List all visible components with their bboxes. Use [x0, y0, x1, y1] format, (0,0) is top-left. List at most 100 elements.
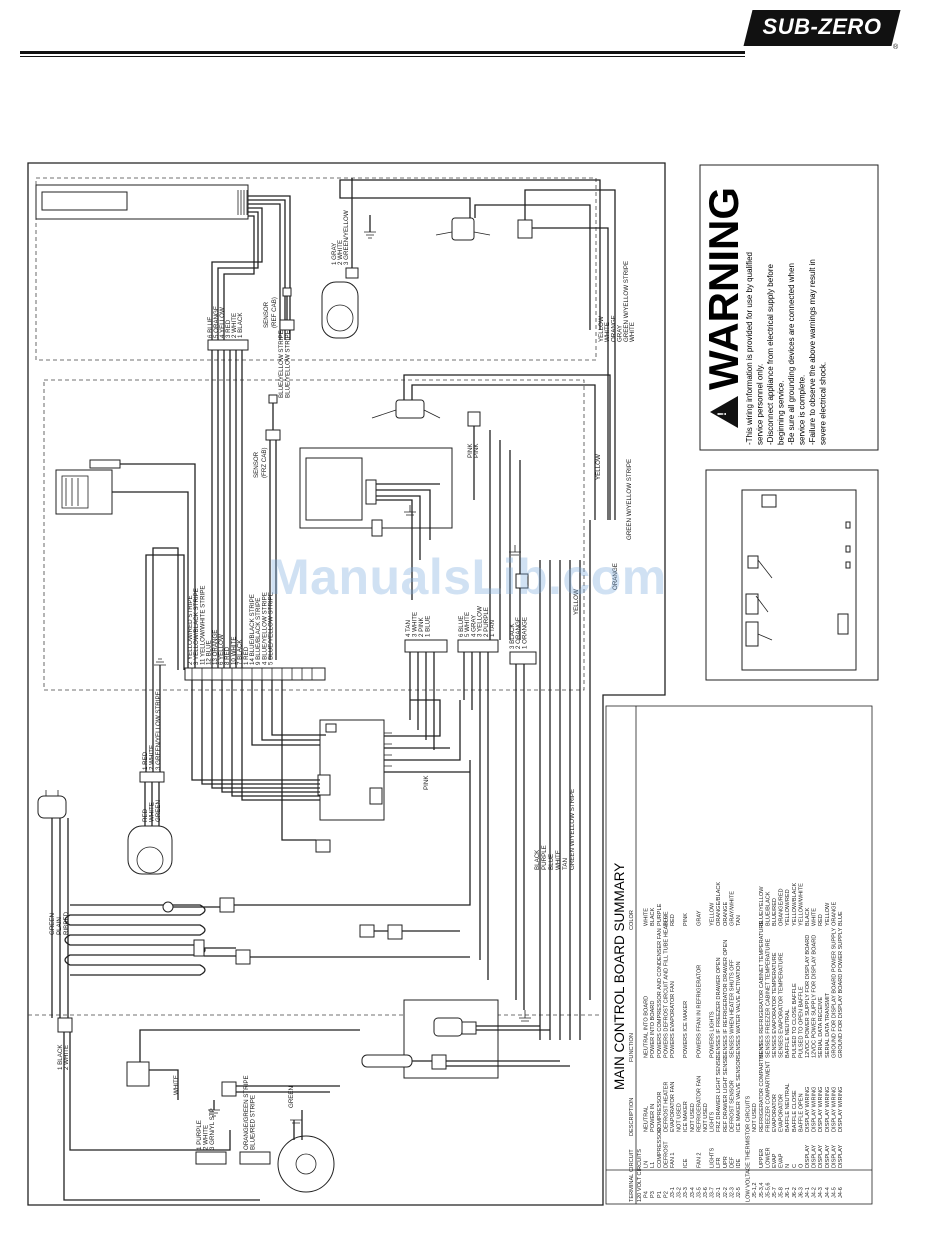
main-connector-wire-label: 9 BLUE/BLACK STRIPE: [255, 598, 262, 665]
power-plug: [37, 795, 67, 819]
power-cord-wire-label: RIBBED: [63, 911, 70, 935]
evaporator-fan-leads: [144, 780, 160, 826]
center-column-wire-label: YELLOW: [595, 454, 602, 480]
baffle-damper-leads: [112, 463, 196, 670]
top-ground-symbol: [364, 231, 376, 239]
ref-cab-sensor-label: SENSOR(REF CAB): [263, 297, 278, 328]
left-plug-wire-label: 3 GREEN/YELLOW STRIPE: [155, 691, 162, 770]
summary-cell-color: PINK: [683, 913, 689, 926]
summary-cell-circuit: FAN 2: [696, 1152, 702, 1168]
defrost-thermistor-plug: [219, 897, 235, 913]
summary-cell-terminal: P3: [650, 1191, 656, 1198]
header-rule-thick: [20, 51, 745, 54]
evaporator-ground: [154, 658, 166, 666]
summary-cell-terminal: J4-6: [838, 1187, 844, 1198]
power-feed-wires: [63, 1032, 260, 1201]
main-connector-wire-label: 4 BLUE/YELLOW STRIPE: [261, 592, 268, 665]
ref-cab-sensor: [282, 287, 292, 297]
summary-cell-circuit: N: [785, 1164, 791, 1168]
compressor-plug: [221, 1081, 237, 1097]
water-valve-leads: [412, 1060, 570, 1067]
ref-cab-sensor-label-line: (REF CAB): [271, 297, 278, 328]
summary-cell-function: GROUND FOR DISPLAY BOARD POWER SUPPLY: [831, 927, 837, 1058]
connector-a-wire-label: 2 PINK: [418, 617, 425, 637]
summary-cell-function: SENSES WHEN HEATER SHUTS OFF: [729, 959, 735, 1058]
summary-cell-description: DEFROST HEATER: [663, 1082, 669, 1132]
summary-cell-color: ORANGE: [723, 901, 729, 926]
summary-cell-circuit: DEFROST: [663, 1141, 669, 1168]
summary-cell-terminal: J5-8: [779, 1187, 785, 1198]
summary-cell-description: DISPLAY WIRING: [805, 1087, 811, 1132]
misc-wire-label: PINK: [423, 775, 430, 790]
summary-table-frame: [605, 705, 873, 1205]
warning-content: !WARNING-This wiring information is prov…: [700, 187, 828, 445]
summary-cell-function: POWERS LIGHTS: [710, 1011, 716, 1058]
top-switch: [517, 219, 533, 239]
power-plug-wire-label: 2 WHITE: [63, 1045, 70, 1070]
summary-cell-function: POWERS COMPRESSOR AND CONDENSER FAN: [657, 928, 663, 1058]
power-plug-wire-label: 1 BLACK: [57, 1044, 64, 1070]
connector-b-wire-label: 1 TAN: [489, 620, 496, 637]
right-bundle-wire-label: ORANGE: [610, 315, 617, 342]
drain-heater-plug: [387, 924, 403, 940]
summary-section-low-voltage: LOW VOLTAGE THERMISTOR CIRCUITS: [746, 1096, 752, 1202]
main-connector-wire-label: 11 YELLOW/WHITE STRIPE: [199, 585, 206, 665]
summary-cell-color: BLUE: [663, 911, 669, 926]
main-connector-wire-label: 5 BLUE/YELLOW STRIPE: [268, 592, 275, 665]
summary-cell-terminal: J3-1: [670, 1187, 676, 1198]
summary-cell-terminal: P1: [657, 1191, 663, 1198]
summary-cell-color: BLACK: [650, 907, 656, 926]
board-harness-wires: [191, 680, 470, 801]
right-bundle-wire-label: GREEN W/YELLOW STRIPE: [623, 261, 630, 342]
water-valve: [361, 1054, 413, 1068]
baffle-damper-grille: [61, 475, 89, 509]
frz-cab-sensor-label: SENSOR(FRZ CAB): [253, 447, 268, 478]
top-harness-connector: [207, 339, 249, 351]
summary-cell-circuit: EVAP: [772, 1153, 778, 1168]
right-bundle-wire-label: WHITE: [629, 322, 636, 342]
power-cord-wire-label: GREEN: [49, 913, 56, 935]
summary-cell-circuit: UPR: [723, 1156, 729, 1168]
main-connector-wire-label: 12 BLUE: [206, 640, 213, 665]
summary-cell-description: LIGHTS: [710, 1112, 716, 1132]
summary-cell-terminal: J6-2: [792, 1187, 798, 1198]
summary-cell-circuit: UPPER: [759, 1149, 765, 1168]
summary-cell-terminal: J6-3: [798, 1187, 804, 1198]
summary-column-function: FUNCTION: [629, 1033, 635, 1062]
main-connector-wire-label: 1 RED: [243, 646, 250, 665]
summary-cell-function: SENSES EVAPORATOR TEMPERATURE: [779, 952, 785, 1058]
warning-text-line: severe electrical shock.: [819, 362, 828, 445]
top-switch-lead-2: [532, 227, 609, 520]
warning-text-line: beginning service.: [777, 381, 786, 445]
summary-cell-terminal: J6-1: [785, 1187, 791, 1198]
summary-cell-function: POWERS DEFROST CIRCUIT AND FILL TUBE HEA…: [663, 915, 669, 1058]
summary-cell-description: DISPLAY WIRING: [831, 1087, 837, 1132]
summary-cell-description: DEFROST SENSOR: [729, 1080, 735, 1132]
summary-cell-function: SENSES EVAPORATOR TEMPERATURE: [772, 952, 778, 1058]
summary-cell-function: PULSED TO CLOSE BAFFLE: [792, 983, 798, 1058]
summary-cell-terminal: P4: [644, 1191, 650, 1198]
water-valve-plug: [431, 1054, 447, 1070]
summary-cell-description: NOT USED: [752, 1103, 758, 1132]
summary-cell-circuit: LIGHTS: [710, 1148, 716, 1168]
board-connector-j5: [317, 774, 331, 796]
summary-cell-color: YELLOW/BLACK: [792, 883, 798, 926]
condenser-fan-2-wire-label: BLUE/RED STRIPE: [250, 1095, 257, 1150]
freezer-light-loop-2: [411, 384, 596, 520]
summary-cell-color: RED: [818, 914, 824, 926]
condenser-fan-wire-label: 3 GRN/YL STP: [209, 1108, 216, 1150]
evaporator-fan-motor: [127, 825, 173, 875]
evaporator-fan-wire-label: WHITE: [149, 802, 156, 822]
connector-c-wire-label: 3 BLACK: [509, 623, 516, 649]
summary-cell-description: POWER IN: [650, 1104, 656, 1132]
refrigerator-fan-plug: [345, 267, 359, 279]
board-inset-details: [745, 494, 851, 647]
summary-cell-terminal: J2-5: [736, 1187, 742, 1198]
summary-cell-function: GROUND FOR DISPLAY BOARD POWER SUPPLY: [838, 927, 844, 1058]
main-connector-wire-label: 8 RED: [224, 646, 231, 665]
condenser-fan-wire-label: 2 WHITE: [203, 1125, 210, 1150]
